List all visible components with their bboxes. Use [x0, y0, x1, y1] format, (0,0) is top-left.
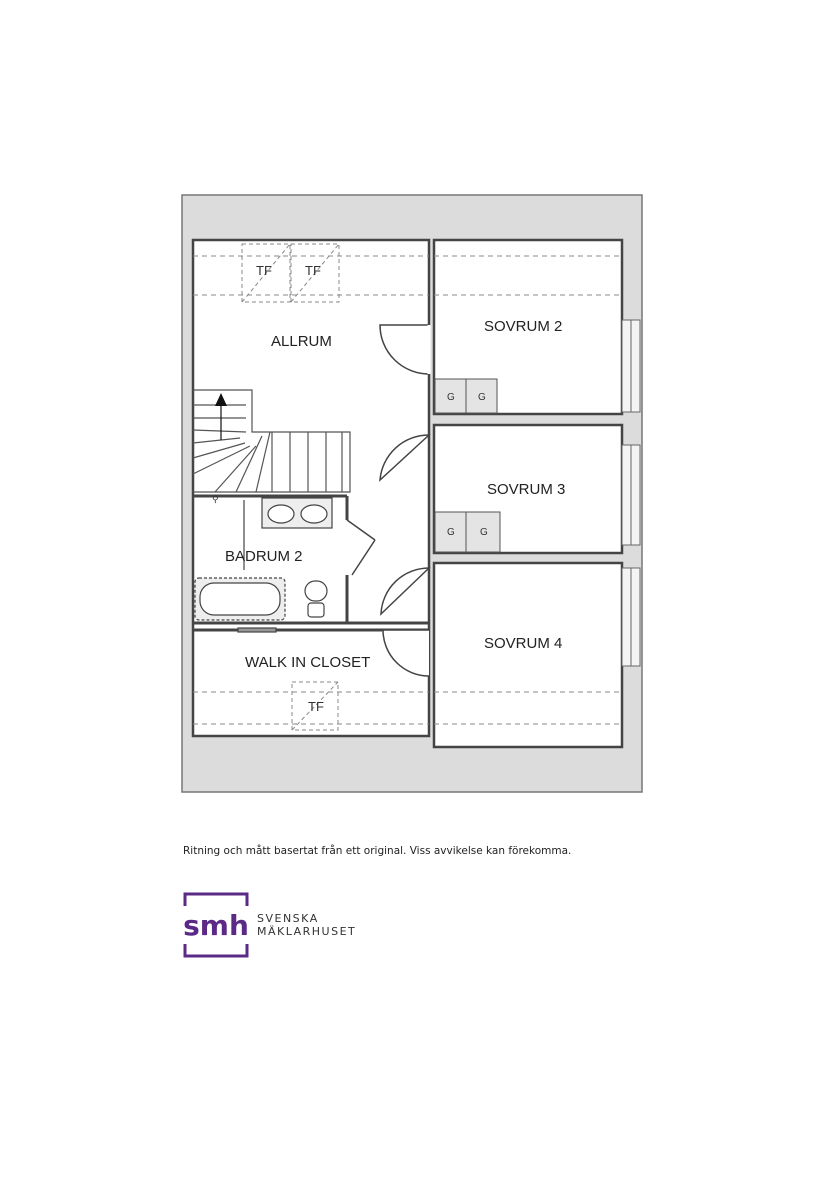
- room-label-allrum: ALLRUM: [271, 333, 332, 350]
- svg-text:⚲: ⚲: [212, 494, 219, 504]
- window: [621, 319, 641, 667]
- staircase: [192, 389, 351, 493]
- stair-arrow-icon: [215, 393, 227, 406]
- tf-marker: TF: [308, 699, 324, 714]
- bathroom-fixtures: [194, 497, 333, 633]
- g-marker: G: [447, 527, 455, 538]
- floor-plan: TF TF TF: [181, 194, 643, 794]
- room-label-walk-in-closet: WALK IN CLOSET: [245, 654, 370, 671]
- tf-marker: TF: [256, 263, 272, 278]
- svg-text:smh: smh: [183, 909, 249, 942]
- room-label-sovrum2: SOVRUM 2: [484, 318, 562, 335]
- room-label-badrum2: BADRUM 2: [225, 548, 303, 565]
- company-logo: smh SVENSKA MÄKLARHUSET: [183, 892, 356, 958]
- logo-line-1: SVENSKA: [257, 912, 319, 925]
- logo-line-2: MÄKLARHUSET: [257, 925, 357, 938]
- tf-marker: TF: [305, 263, 321, 278]
- logo-wordmark: SVENSKA MÄKLARHUSET: [257, 912, 356, 938]
- smh-logo-icon: smh: [183, 892, 249, 958]
- g-marker: G: [478, 392, 486, 403]
- wardrobe: [434, 378, 501, 553]
- g-marker: G: [480, 527, 488, 538]
- room-label-sovrum4: SOVRUM 4: [484, 635, 562, 652]
- door: [346, 324, 431, 677]
- disclaimer-text: Ritning och mått basertat från ett origi…: [183, 845, 572, 857]
- g-marker: G: [447, 392, 455, 403]
- roof-window: [241, 243, 340, 731]
- room-label-sovrum3: SOVRUM 3: [487, 481, 565, 498]
